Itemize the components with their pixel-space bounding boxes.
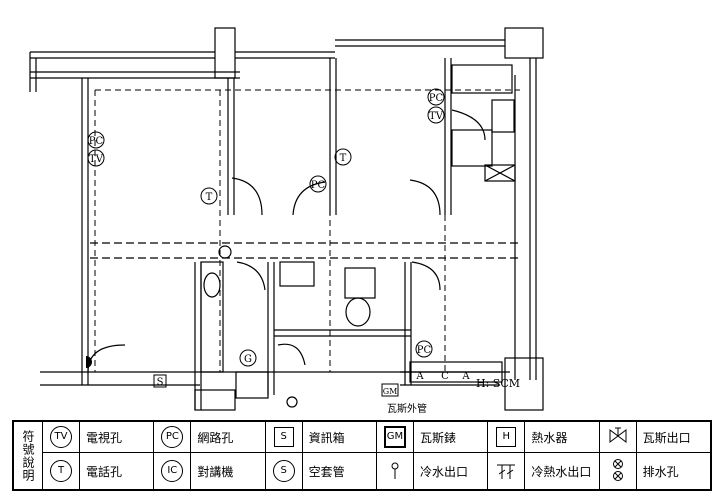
door-mid — [292, 181, 326, 216]
legend-label: 空套管 — [301, 452, 377, 490]
hot-cold-tap-icon — [497, 464, 516, 479]
pc-outlet-left: PC TV — [87, 131, 105, 167]
legend-label: 瓦斯出口 — [635, 420, 712, 454]
bath2-shower — [279, 261, 315, 287]
pc-outlet-bottom: PC — [415, 340, 433, 358]
svg-text:TV: TV — [429, 111, 444, 122]
door-bath-top — [451, 109, 486, 141]
cold-water-tap-icon — [391, 462, 399, 479]
gas-outlet-g: G — [239, 349, 257, 367]
svg-text:S: S — [157, 377, 164, 388]
phone-outlet-2: T — [200, 187, 218, 205]
door-bath2b — [277, 343, 306, 366]
toilet-top-right — [491, 99, 515, 133]
bathtub — [451, 64, 513, 94]
phone-outlet-icon: T — [50, 460, 72, 483]
legend-label: 資訊箱 — [301, 420, 377, 454]
column-top-left — [214, 27, 236, 79]
shower — [451, 129, 493, 167]
svg-text:PC: PC — [89, 136, 104, 147]
lower-wall-v3 — [404, 262, 412, 385]
legend-label: 電話孔 — [78, 452, 155, 490]
info-box-s: S — [153, 374, 167, 388]
mid-wall-v1 — [227, 78, 235, 215]
tv-outlet-icon: TV — [50, 426, 72, 449]
empty-conduit-icon: S — [272, 460, 295, 483]
svg-text:T: T — [340, 153, 347, 164]
column-bottom-left — [194, 389, 236, 411]
ac-label-c: C — [441, 371, 449, 382]
south-wall-right — [400, 371, 500, 386]
svg-text:PC: PC — [311, 180, 326, 191]
svg-text:TV: TV — [89, 154, 104, 165]
drain-icon — [612, 458, 623, 481]
mid-wall-v2 — [329, 58, 337, 215]
svg-text:PC: PC — [417, 345, 432, 356]
ac-label-a1: A — [415, 371, 424, 382]
legend-label: 電視孔 — [78, 420, 155, 454]
heater-label: H: SCM — [476, 377, 520, 390]
kitchen-sink — [203, 272, 221, 298]
intercom-icon: IC — [161, 460, 184, 483]
bath2-toilet — [344, 267, 376, 299]
water-heater-icon: H — [496, 427, 517, 448]
pc-outlet-right: PC TV — [427, 88, 445, 124]
svg-text:T: T — [206, 192, 213, 203]
sink-cross — [484, 164, 516, 182]
phone-outlet-1: T — [334, 148, 352, 166]
legend-label: 冷熱水出口 — [524, 452, 600, 490]
north-wall-right — [335, 39, 505, 47]
legend-header: 符號說明 — [13, 421, 43, 490]
legend-label: 排水孔 — [635, 452, 712, 490]
north-wall-center — [235, 51, 335, 59]
bedroom-wall-left — [81, 78, 89, 385]
legend-label: 對講機 — [190, 452, 266, 490]
legend-label: 網路孔 — [190, 420, 266, 454]
door-right — [409, 179, 441, 216]
legend-label: 熱水器 — [524, 420, 600, 454]
legend-label: 瓦斯錶 — [412, 420, 489, 454]
north-wall — [30, 51, 215, 59]
bath2-basin — [345, 297, 371, 327]
bath-wall — [444, 58, 452, 215]
door-bottom-left — [87, 344, 126, 373]
column-bottom-right — [504, 357, 544, 411]
info-box-icon: S — [273, 427, 294, 448]
door-bath2 — [236, 261, 266, 291]
lower-wall-v1 — [194, 262, 202, 410]
door-hinge-mark — [86, 356, 92, 368]
door-left — [231, 177, 263, 216]
legend-label: 冷水出口 — [412, 452, 489, 490]
network-outlet-icon: PC — [161, 426, 184, 449]
stove — [235, 371, 269, 399]
top-band — [30, 71, 240, 79]
gas-meter-icon: GM — [383, 426, 406, 449]
column-top-right — [504, 27, 544, 59]
svg-text:G: G — [244, 354, 252, 365]
door-bedroom-right — [411, 261, 441, 291]
lower-divider — [274, 329, 411, 337]
lower-wall-v2 — [267, 262, 275, 395]
gas-meter-gm: GM — [381, 383, 399, 397]
ac-unit — [409, 361, 503, 383]
pc-outlet-mid: PC — [309, 175, 327, 193]
gas-pipe-label: 瓦斯外管 — [387, 402, 427, 415]
east-wall — [529, 58, 537, 380]
ac-label-a2: A — [461, 371, 470, 382]
svg-text:PC: PC — [429, 93, 444, 104]
floor-plan: PC TV PC TV T T PC PC G — [29, 27, 544, 415]
gas-valve-icon — [609, 427, 627, 443]
south-wall — [40, 371, 510, 386]
svg-text:GM: GM — [383, 387, 398, 396]
legend-table: 符號說明 TV 電視孔 PC 網路孔 S 資訊箱 GM 瓦斯錶 H 熱水器 瓦斯… — [12, 420, 712, 491]
